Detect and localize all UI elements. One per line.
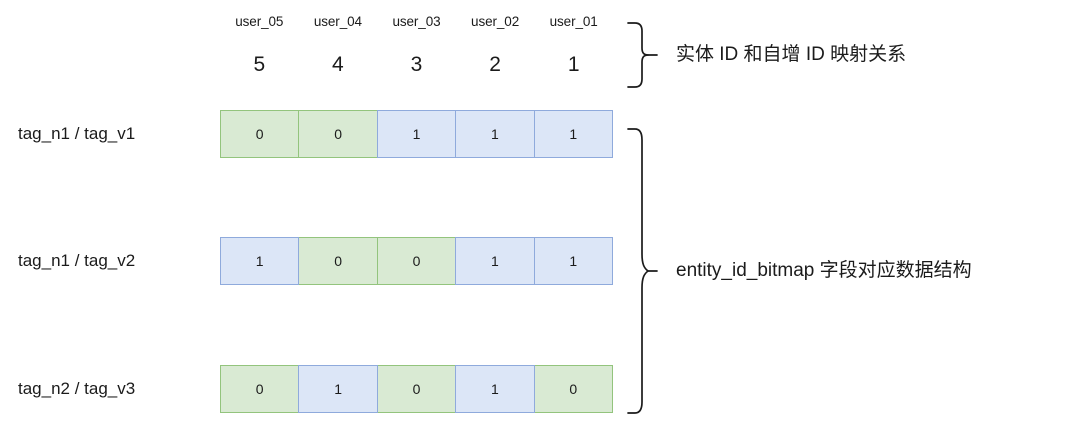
- column-auto-id: 4: [332, 53, 344, 76]
- bitmap-cell[interactable]: 1: [533, 237, 614, 285]
- bitmap-cell[interactable]: 0: [298, 110, 378, 158]
- row-label: tag_n1 / tag_v1: [18, 124, 136, 143]
- header-brace: [626, 20, 670, 90]
- column-auto-id: 2: [489, 53, 501, 76]
- column-auto-id: 1: [567, 53, 580, 76]
- column-id-row: 5 4 3 2 1: [220, 52, 613, 78]
- column-user-label: user_05: [235, 14, 284, 29]
- row-label: tag_n2 / tag_v3: [18, 379, 136, 398]
- column-user-label: user_04: [313, 14, 362, 29]
- bitmap-cell[interactable]: 1: [220, 237, 300, 285]
- row-label: tag_n1 / tag_v2: [18, 251, 136, 270]
- bitmap-brace: [626, 126, 670, 416]
- bitmap-cell[interactable]: 0: [376, 365, 457, 413]
- column-auto-id: 5: [253, 53, 266, 76]
- column-user-label: user_02: [471, 14, 520, 29]
- row-cells: 1 0 0 1 1: [220, 237, 614, 285]
- bitmap-cell[interactable]: 0: [533, 365, 614, 413]
- bitmap-cell[interactable]: 0: [376, 237, 457, 285]
- bitmap-cell[interactable]: 1: [533, 110, 614, 158]
- column-auto-id: 3: [410, 53, 423, 76]
- column-user-label: user_03: [392, 14, 441, 29]
- bitmap-cell[interactable]: 1: [455, 365, 535, 413]
- column-user-label: user_01: [549, 14, 598, 29]
- bitmap-cell[interactable]: 0: [220, 365, 300, 413]
- bitmap-cell[interactable]: 1: [455, 110, 535, 158]
- bitmap-row: tag_n2 / tag_v3 0 1 0 1 0: [0, 365, 1080, 413]
- bitmap-cell[interactable]: 1: [298, 365, 378, 413]
- bitmap-cell[interactable]: 0: [298, 237, 378, 285]
- row-cells: 0 1 0 1 0: [220, 365, 614, 413]
- bitmap-cell[interactable]: 1: [455, 237, 535, 285]
- bitmap-row: tag_n1 / tag_v1 0 0 1 1 1: [0, 110, 1080, 158]
- header-brace-label: 实体 ID 和自增 ID 映射关系: [676, 44, 907, 65]
- row-cells: 0 0 1 1 1: [220, 110, 614, 158]
- column-header-row: user_05 user_04 user_03 user_02 user_01: [220, 14, 613, 30]
- bitmap-brace-label: entity_id_bitmap 字段对应数据结构: [676, 260, 972, 281]
- bitmap-cell[interactable]: 0: [220, 110, 300, 158]
- bitmap-cell[interactable]: 1: [376, 110, 457, 158]
- bitmap-row: tag_n1 / tag_v2 1 0 0 1 1: [0, 237, 1080, 285]
